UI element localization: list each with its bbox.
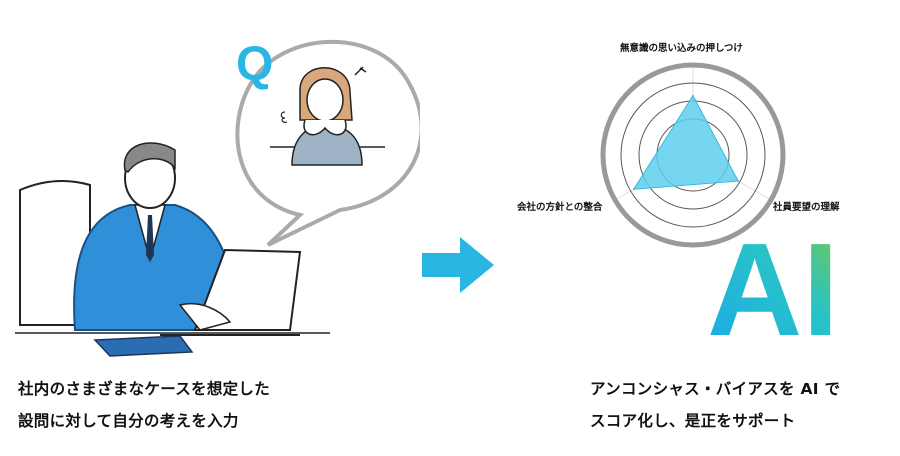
radar-area: [632, 94, 740, 190]
person-at-laptop-illustration: Q: [15, 38, 420, 357]
radar-point: [692, 94, 694, 97]
left-caption-line2: 設問に対して自分の考えを入力: [18, 412, 239, 430]
radar-ring: [600, 62, 786, 248]
right-caption-line1: アンコンシャス・バイアスを AI で: [590, 380, 841, 398]
left-caption-line1: 社内のさまざまなケースを想定した: [18, 380, 271, 398]
right-caption-line2: スコア化し、是正をサポート: [590, 412, 796, 430]
radar-chart: [600, 62, 786, 248]
ai-logo: AI: [707, 222, 839, 342]
question-mark-icon: Q: [236, 38, 273, 91]
radar-axis-label-left: 会社の方針との整合: [517, 202, 603, 213]
radar-ring: [620, 82, 766, 228]
speech-bubble: Q: [235, 38, 420, 247]
radar-point: [632, 188, 635, 190]
radar-axis-label-top: 無意識の思い込みの押しつけ: [620, 43, 743, 54]
radar-point: [737, 180, 740, 182]
svg-text:AI: AI: [707, 222, 839, 342]
radar-axis-label-right: 社員要望の理解: [773, 202, 840, 213]
right-arrow-icon: [422, 237, 494, 293]
